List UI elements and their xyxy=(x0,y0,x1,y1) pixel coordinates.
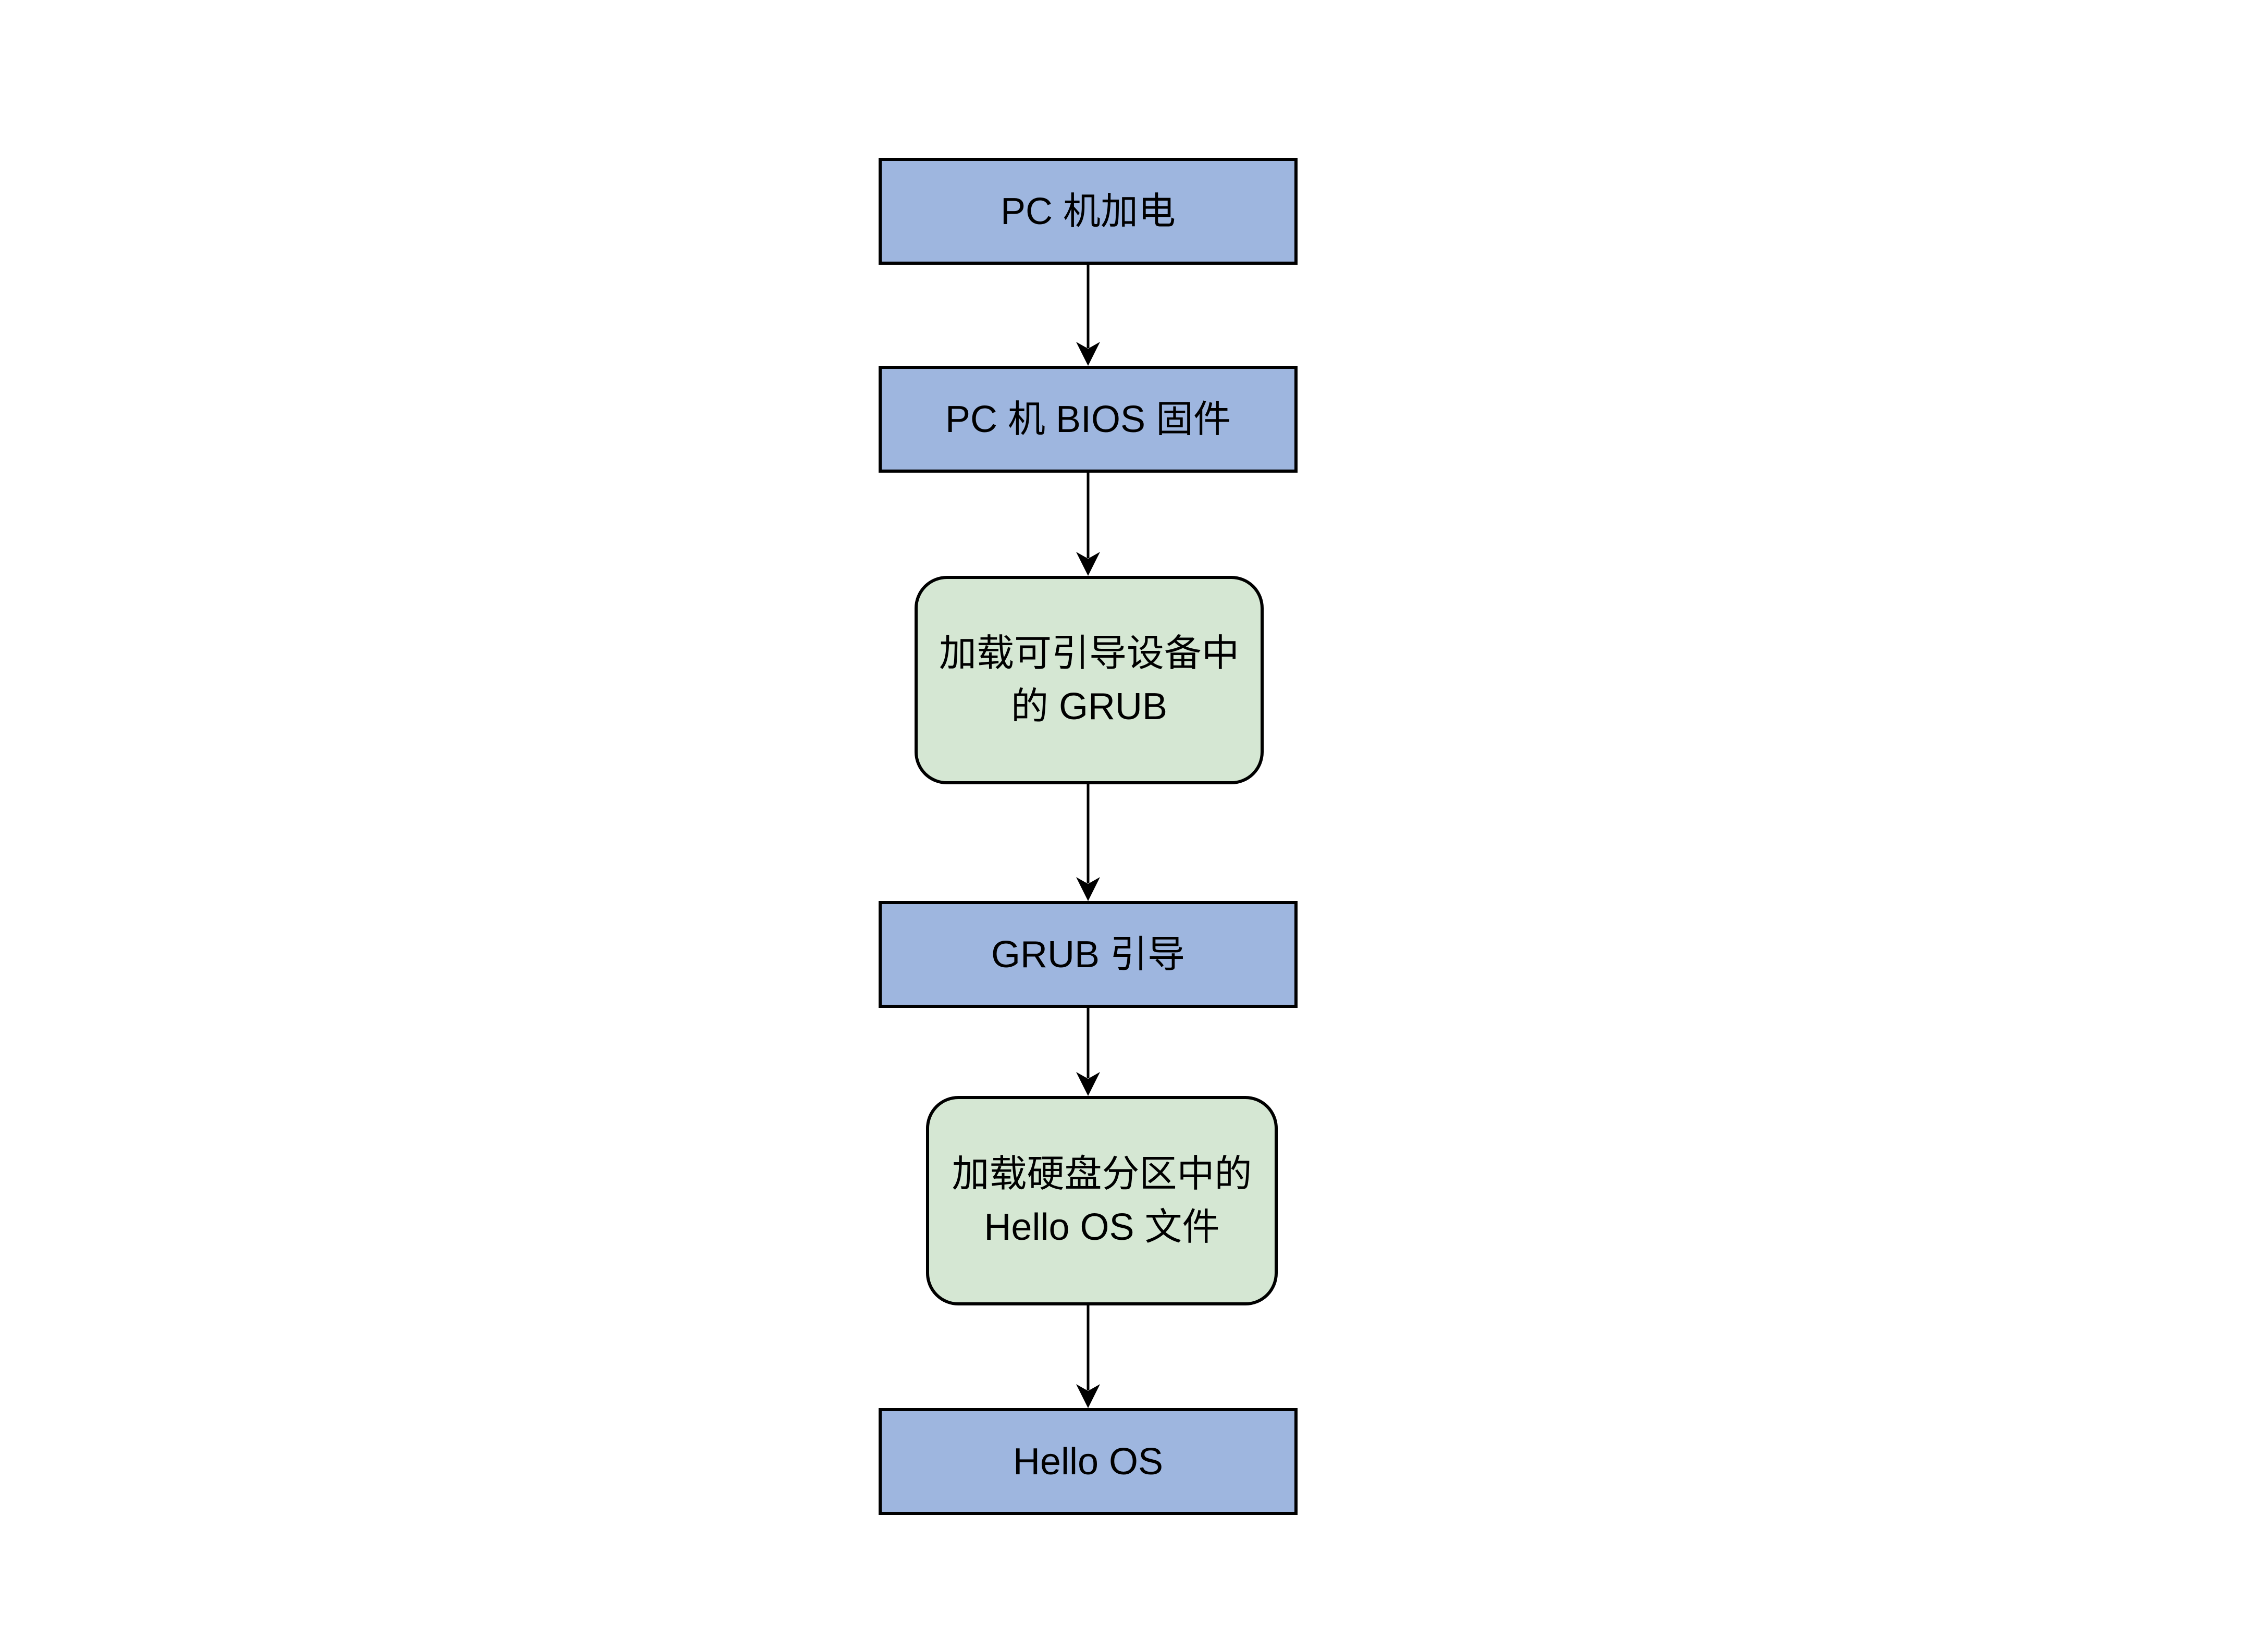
arrow-down-icon xyxy=(1076,784,1100,901)
node-label: PC 机加电 xyxy=(1000,190,1176,232)
flow-node-pc-bios-firmware: PC 机 BIOS 固件 xyxy=(879,366,1298,473)
flow-node-load-hello-os-file: 加载硬盘分区中的 Hello OS 文件 xyxy=(926,1096,1278,1305)
node-label: Hello OS xyxy=(1013,1440,1164,1483)
arrow-down-icon xyxy=(1076,473,1100,576)
node-label: GRUB 引导 xyxy=(991,933,1186,976)
node-label: PC 机 BIOS 固件 xyxy=(945,398,1231,440)
arrow-down-icon xyxy=(1076,1008,1100,1096)
arrow-down-icon xyxy=(1076,1305,1100,1408)
arrow-down-icon xyxy=(1076,265,1100,366)
flow-node-hello-os: Hello OS xyxy=(879,1408,1298,1515)
node-label: 加载可引导设备中 的 GRUB xyxy=(939,633,1239,728)
flow-node-pc-power-on: PC 机加电 xyxy=(879,158,1298,265)
flow-node-grub-boot: GRUB 引导 xyxy=(879,901,1298,1008)
flow-node-load-grub: 加载可引导设备中 的 GRUB xyxy=(915,576,1264,784)
node-label: 加载硬盘分区中的 Hello OS 文件 xyxy=(952,1153,1252,1248)
